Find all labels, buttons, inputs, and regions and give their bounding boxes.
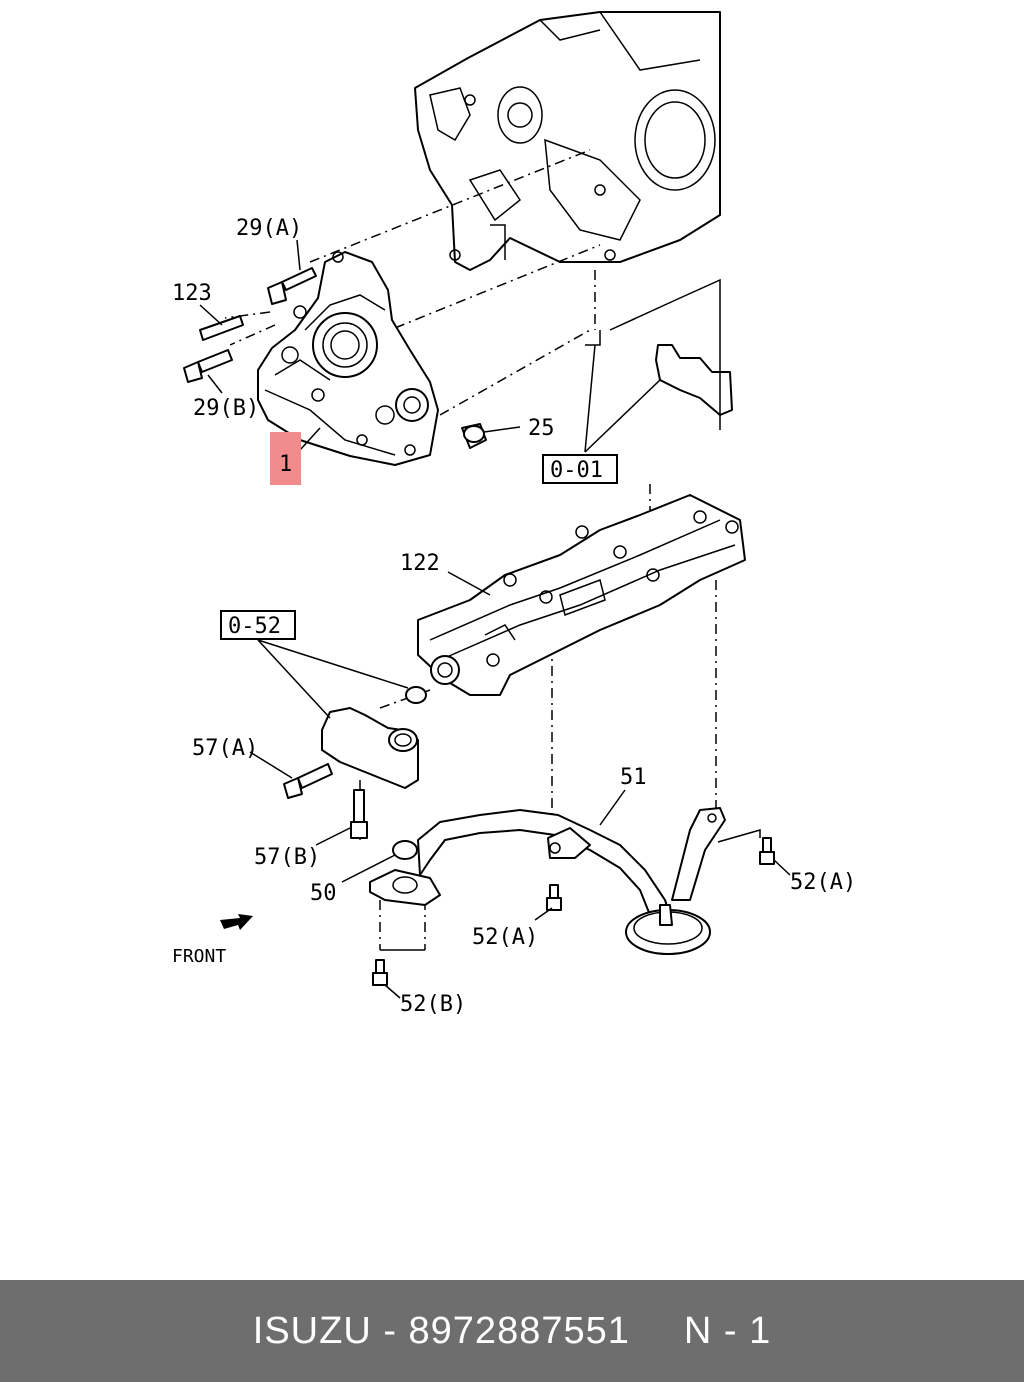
highlight-box — [270, 432, 301, 485]
plug-25 — [461, 423, 487, 449]
callout-123: 123 — [172, 281, 212, 306]
callout-52b: 52(B) — [400, 992, 466, 1017]
bolt-57a — [283, 763, 333, 799]
front-label: FRONT — [172, 946, 226, 967]
bolt-29b — [183, 349, 233, 383]
callout-1: 1 — [279, 452, 292, 477]
ladder-frame-122 — [417, 494, 746, 696]
stud-123 — [199, 315, 244, 341]
engine-block — [414, 11, 721, 271]
bolt-57b — [350, 789, 368, 839]
bearing-cap-detail — [585, 278, 733, 430]
callout-57a: 57(A) — [192, 736, 258, 761]
front-arrow-icon — [220, 914, 253, 930]
callout-57b: 57(B) — [254, 845, 320, 870]
callout-52a-right: 52(A) — [790, 870, 856, 895]
callout-51: 51 — [620, 765, 647, 790]
callout-52a-center: 52(A) — [472, 925, 538, 950]
oil-pipe-assembly — [321, 686, 427, 789]
parts-diagram: 29(A) 123 29(B) 1 25 0-01 122 0-52 57(A)… — [172, 11, 856, 1017]
leader-lines — [199, 239, 791, 999]
footer-bar: ISUZU - 8972887551 N - 1 — [0, 1280, 1024, 1382]
callout-25: 25 — [528, 416, 555, 441]
callout-0-01: 0-01 — [550, 458, 603, 483]
ref-box-0-52 — [220, 610, 296, 640]
callout-0-52: 0-52 — [228, 614, 281, 639]
bolt-52a-center — [546, 884, 562, 911]
callout-50: 50 — [310, 881, 337, 906]
bolt-52b — [372, 959, 388, 986]
callout-29a: 29(A) — [236, 216, 302, 241]
oil-strainer-51 — [369, 807, 726, 955]
bolt-29a — [267, 267, 317, 305]
bolt-52a-right — [759, 837, 775, 865]
callout-122: 122 — [400, 551, 440, 576]
footer-page-label: N - 1 — [683, 1309, 772, 1352]
footer-brand-part-number: ISUZU - 8972887551 — [252, 1309, 630, 1352]
ref-box-0-01 — [542, 454, 618, 484]
callout-29b: 29(B) — [193, 396, 259, 421]
